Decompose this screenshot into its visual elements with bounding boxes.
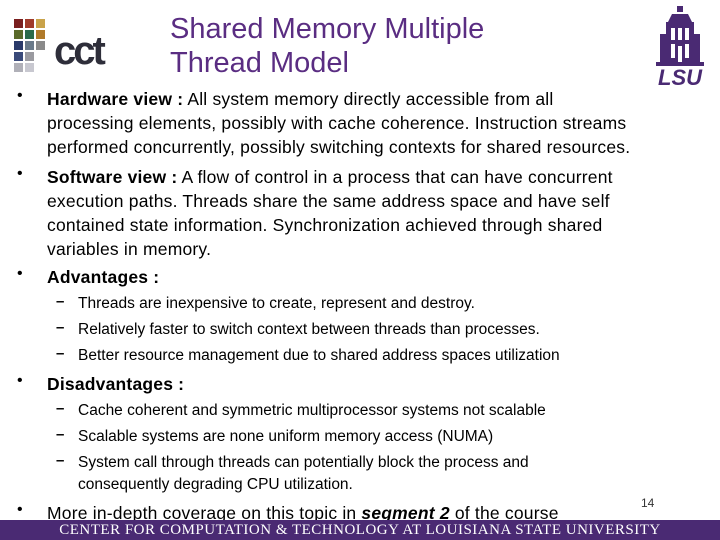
bullet-heading: Software view : bbox=[47, 167, 178, 187]
lsu-tower-icon bbox=[656, 6, 704, 66]
cct-logo: cct bbox=[14, 15, 129, 79]
cct-logo-wordmark: cct bbox=[54, 29, 106, 73]
bullet-emphasis: segment 2 bbox=[361, 503, 450, 523]
slide-title-line-2: Thread Model bbox=[170, 47, 349, 79]
bullet-heading: Hardware view : bbox=[47, 89, 184, 109]
bullet-text: of the course bbox=[449, 503, 559, 523]
lsu-wordmark: LSU bbox=[658, 65, 702, 90]
bullet-dot: • bbox=[17, 372, 23, 389]
sub-bullet-text: System call through threads can potentia… bbox=[78, 454, 529, 471]
bullet-text: More in-depth coverage on this topic in bbox=[47, 503, 362, 523]
bullet-text: All system memory directly accessible fr… bbox=[183, 89, 554, 109]
sub-bullet-text: Better resource management due to shared… bbox=[78, 347, 560, 364]
bullet-text: execution paths. Threads share the same … bbox=[47, 191, 610, 211]
sub-bullet-text: Scalable systems are none uniform memory… bbox=[78, 428, 494, 445]
sub-bullet-text: Cache coherent and symmetric multiproces… bbox=[78, 402, 546, 419]
bullet-heading: Disadvantages : bbox=[47, 374, 185, 394]
sub-bullet-text: Relatively faster to switch context betw… bbox=[78, 321, 540, 338]
bullet-text: A flow of control in a process that can … bbox=[177, 167, 613, 187]
bullet-dot: • bbox=[17, 165, 23, 182]
bullet-dot: • bbox=[17, 265, 23, 282]
sub-bullet-text: consequently degrading CPU utilization. bbox=[78, 476, 353, 493]
bullet-text: performed concurrently, possibly switchi… bbox=[47, 137, 631, 157]
bullet-dot: • bbox=[17, 501, 23, 518]
slide-title-line-1: Shared Memory Multiple bbox=[170, 13, 485, 45]
slide-title: Shared Memory Multiple Thread Model bbox=[170, 12, 610, 80]
footer-banner: CENTER FOR COMPUTATION & TECHNOLOGY AT L… bbox=[0, 520, 720, 540]
bullet-text: contained state information. Synchroniza… bbox=[47, 215, 603, 235]
bullet-dot: • bbox=[17, 87, 23, 104]
bullet-heading: Advantages : bbox=[47, 267, 160, 287]
bullet-text: processing elements, possibly with cache… bbox=[47, 113, 627, 133]
lsu-logo: LSU bbox=[648, 4, 712, 94]
sub-bullet-text: Threads are inexpensive to create, repre… bbox=[78, 295, 475, 312]
bullet-text: variables in memory. bbox=[47, 239, 212, 259]
page-number: 14 bbox=[641, 496, 655, 510]
